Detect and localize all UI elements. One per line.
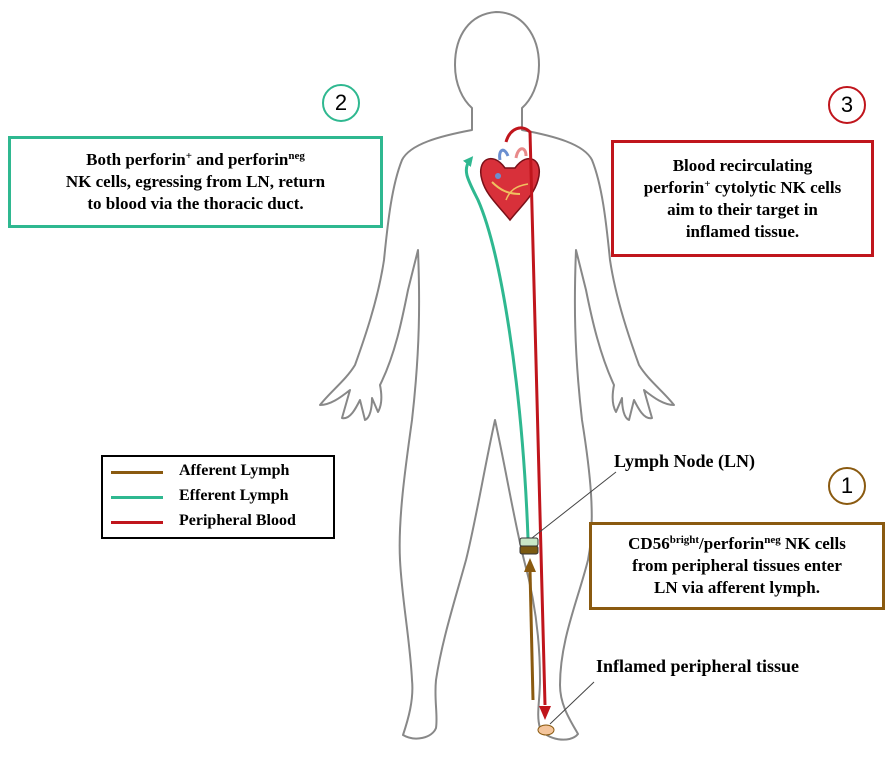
step-2-line-3: to blood via the thoracic duct.	[87, 194, 304, 213]
step-2-number: 2	[322, 84, 360, 122]
peripheral-blood-arrowhead	[539, 706, 551, 720]
step-2-line-2: NK cells, egressing from LN, return	[65, 172, 326, 191]
step-2-box: Both perforin+ and perforinneg NK cells,…	[8, 136, 383, 228]
step-1-box: CD56bright/perforinneg NK cells from per…	[589, 522, 885, 610]
step-2-line-1: Both perforin+ and perforinneg	[86, 150, 305, 169]
legend-swatch-blood	[111, 521, 163, 524]
afferent-lymph-arrowhead	[524, 558, 536, 572]
lymph-node-icon	[519, 537, 539, 555]
afferent-lymph-path	[528, 569, 535, 701]
legend-item-blood: Peripheral Blood	[103, 511, 333, 533]
legend-swatch-afferent	[111, 471, 163, 474]
step-3-line-1: Blood recirculating	[672, 155, 813, 175]
step-1-number: 1	[828, 467, 866, 505]
step-1-line-1: CD56bright/perforinneg NK cells	[628, 534, 846, 553]
legend-item-efferent: Efferent Lymph	[103, 486, 333, 508]
lymph-node-label: Lymph Node (LN)	[614, 451, 756, 471]
inflamed-tissue-label: Inflamed peripheral tissue	[596, 656, 800, 676]
peripheral-blood-path	[504, 126, 547, 706]
step-3-line-2: perforin+ cytolytic NK cells	[643, 177, 842, 197]
step-3-number: 3	[828, 86, 866, 124]
heart-icon	[479, 147, 541, 222]
legend-swatch-efferent	[111, 496, 163, 499]
step-3-line-4: inflamed tissue.	[685, 221, 800, 241]
human-body-outline	[319, 11, 675, 741]
efferent-lymph-path	[462, 156, 530, 539]
inflamed-tissue-icon	[537, 724, 555, 736]
legend-item-afferent: Afferent Lymph	[103, 461, 333, 483]
legend-label-afferent: Afferent Lymph	[179, 462, 290, 479]
step-1-line-2: from peripheral tissues enter	[632, 556, 842, 575]
inflamed-tissue-leader-line	[549, 681, 595, 725]
step-3-box: Blood recirculating perforin+ cytolytic …	[611, 140, 874, 257]
lymph-node-leader-line	[531, 471, 617, 539]
legend-label-blood: Peripheral Blood	[179, 512, 296, 529]
step-1-line-3: LN via afferent lymph.	[654, 578, 820, 597]
step-3-line-3: aim to their target in	[667, 199, 818, 219]
legend: Afferent Lymph Efferent Lymph Peripheral…	[101, 455, 335, 539]
legend-label-efferent: Efferent Lymph	[179, 487, 289, 504]
